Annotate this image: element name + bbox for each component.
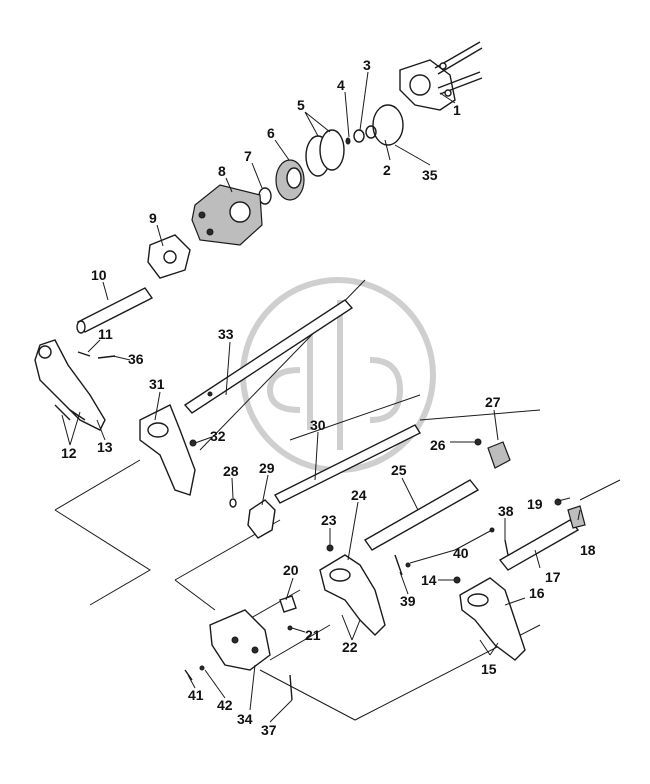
callout-12: 12: [61, 445, 77, 461]
shift-fork-24: [319, 554, 386, 636]
callout-14: 14: [421, 572, 437, 588]
bracket-34: [209, 609, 271, 671]
callout-4: 4: [337, 77, 345, 93]
flange-9: [147, 234, 191, 279]
callout-38: 38: [498, 503, 514, 519]
block-27: [487, 441, 511, 469]
pin-11-36: [77, 351, 116, 359]
callout-13: 13: [97, 439, 113, 455]
callout-32: 32: [210, 428, 226, 444]
rings-5: [305, 129, 345, 177]
callout-23: 23: [321, 512, 337, 528]
callout-35: 35: [422, 167, 438, 183]
shift-block-29: [247, 499, 276, 539]
callout-30: 30: [310, 417, 326, 433]
shift-fork-16: [459, 577, 526, 661]
callout-6: 6: [267, 125, 275, 141]
shift-fork-13: [34, 339, 106, 431]
callout-24: 24: [351, 487, 367, 503]
callout-21: 21: [305, 627, 321, 643]
callout-2: 2: [383, 162, 391, 178]
callout-11: 11: [98, 326, 113, 342]
shift-rail-17: [498, 519, 580, 571]
callout-8: 8: [218, 163, 226, 179]
callout-37: 37: [261, 722, 277, 738]
callout-26: 26: [430, 437, 446, 453]
callout-40: 40: [453, 545, 469, 561]
washer-3-4: [345, 129, 365, 145]
callout-25: 25: [391, 462, 407, 478]
callout-18: 18: [580, 542, 596, 558]
snap-ring-2: [365, 125, 377, 139]
callout-29: 29: [259, 460, 275, 476]
housing-8: [191, 184, 263, 246]
callout-39: 39: [400, 593, 416, 609]
small-parts: [184, 438, 562, 701]
cover-plate-1: [399, 41, 483, 111]
callout-16: 16: [529, 585, 545, 601]
callout-7: 7: [244, 148, 252, 164]
o-ring-35: [372, 104, 404, 146]
callout-42: 42: [217, 697, 233, 713]
callout-31: 31: [149, 376, 165, 392]
callout-1: 1: [453, 102, 461, 118]
shift-rail-30: [273, 424, 422, 504]
callout-10: 10: [91, 267, 107, 283]
callout-9: 9: [149, 210, 157, 226]
shift-rail-25: [363, 479, 480, 551]
callout-36: 36: [128, 351, 144, 367]
callout-19: 19: [527, 496, 543, 512]
callout-17: 17: [545, 569, 561, 585]
callout-27: 27: [485, 394, 501, 410]
gear-6: [275, 159, 305, 201]
shaft-10: [76, 287, 154, 334]
callout-5: 5: [297, 97, 305, 113]
callout-34: 34: [237, 711, 253, 727]
shift-fork-31: [139, 404, 196, 496]
block-18: [567, 505, 586, 529]
callout-41: 41: [188, 687, 204, 703]
callout-15: 15: [481, 661, 497, 677]
callout-20: 20: [283, 562, 299, 578]
callout-33: 33: [218, 326, 234, 342]
callout-leaders: [61, 71, 581, 723]
callout-3: 3: [363, 57, 371, 73]
callout-labels: 1 2 3 4 5 6 7 8 9 10 11 12 13 14 15 16 1…: [61, 57, 596, 738]
callout-22: 22: [342, 639, 358, 655]
callout-28: 28: [223, 463, 239, 479]
